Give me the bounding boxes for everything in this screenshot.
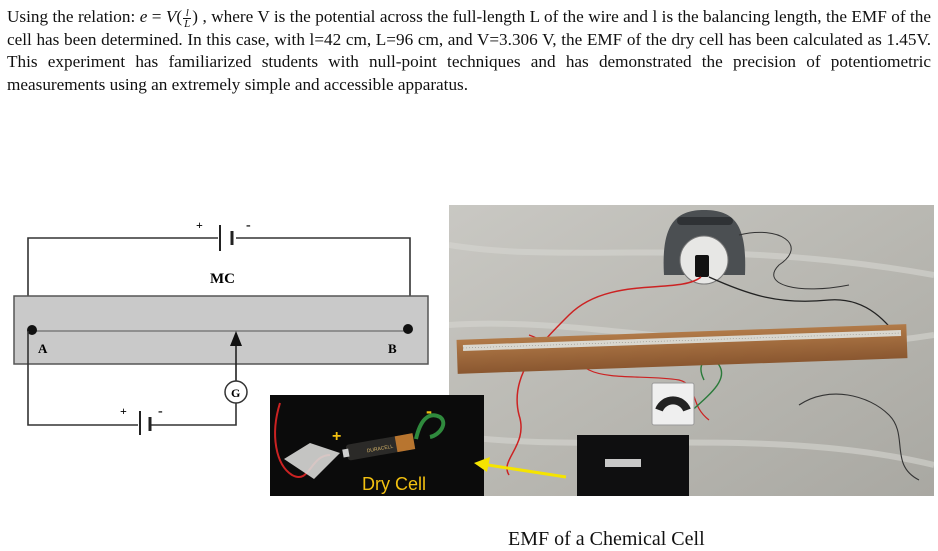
figure-caption: EMF of a Chemical Cell xyxy=(508,528,705,550)
bottom-left-wire xyxy=(27,331,138,426)
dry-cell-inset: DURACELL + - Dry Cell xyxy=(270,395,484,496)
equation-equals: = xyxy=(147,7,166,26)
right-black-wire xyxy=(798,393,920,481)
galvanometer-dial xyxy=(655,396,691,412)
potentiometer-circuit-diagram: + - MC A B G + - xyxy=(13,218,429,435)
paragraph-body: , where V is the potential across the fu… xyxy=(7,7,931,94)
battery-copper-top xyxy=(394,433,416,453)
green-wire xyxy=(686,359,723,416)
top-cell-label: MC xyxy=(210,271,235,287)
cable-reel-handle xyxy=(677,217,733,225)
power-adapter xyxy=(695,255,709,277)
meter-scale-ticks xyxy=(462,332,902,349)
inset-minus: - xyxy=(426,401,432,421)
reel-cable xyxy=(738,231,850,290)
battery-terminal xyxy=(342,448,350,458)
equation-v: V xyxy=(165,7,177,26)
top-cell-minus: - xyxy=(246,218,251,233)
equation-close: ) xyxy=(192,7,199,26)
top-cell-plus: + xyxy=(196,218,203,232)
inset-green-wire xyxy=(414,413,446,440)
dry-cell-label: Dry Cell xyxy=(362,474,426,494)
equation-open: ( xyxy=(176,7,183,26)
bottom-right-wire xyxy=(150,403,237,426)
equation-lhs: e xyxy=(139,7,148,26)
equation-denominator: L xyxy=(184,17,191,30)
galvanometer-label: G xyxy=(231,386,240,400)
equation-numerator: l xyxy=(183,7,192,19)
paragraph-lead: Using the relation: xyxy=(7,7,140,26)
terminal-a-label: A xyxy=(38,341,48,356)
bottom-cell-minus: - xyxy=(158,404,163,419)
inset-clip xyxy=(284,443,340,479)
jockey-arrow-head xyxy=(230,331,242,346)
black-wire xyxy=(708,276,905,346)
terminal-b-label: B xyxy=(388,341,397,356)
terminal-a-dot xyxy=(27,325,37,335)
bottom-cell-plus: + xyxy=(120,404,127,418)
battery-brand: DURACELL xyxy=(366,444,394,455)
terminal-b-dot xyxy=(403,324,413,334)
apparatus-photo xyxy=(449,205,934,496)
cell-holder xyxy=(605,459,641,467)
potentiometer-bar xyxy=(13,295,429,365)
inset-plus: + xyxy=(332,428,341,445)
